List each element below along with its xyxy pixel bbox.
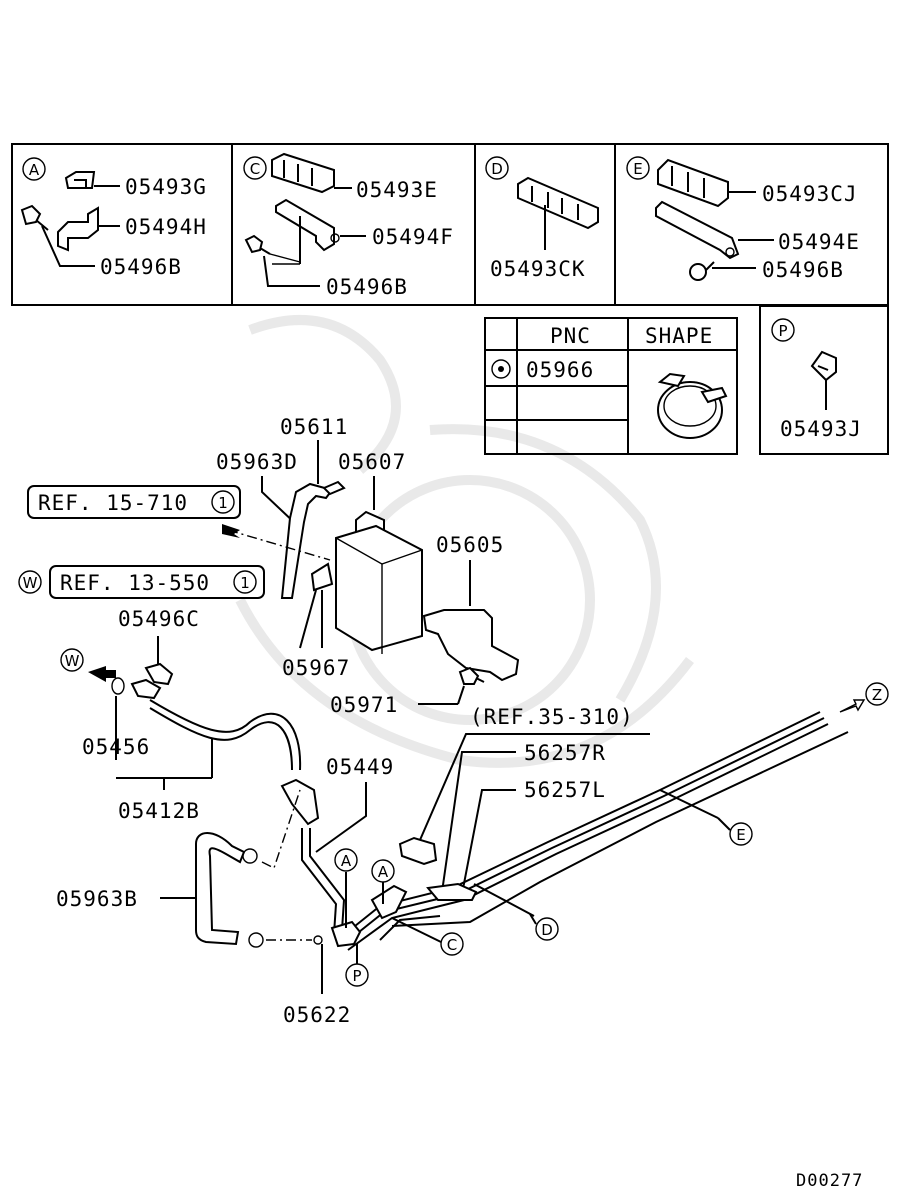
ref-35-310: (REF.35-310) bbox=[470, 705, 634, 729]
ref-13-550-box bbox=[49, 565, 265, 599]
hose-end-drawing bbox=[280, 778, 320, 826]
clamp-a1-drawing bbox=[330, 920, 362, 948]
part-05412b: 05412B bbox=[118, 799, 200, 823]
selected-row-marker bbox=[498, 366, 504, 372]
bolt-05496b-e-drawing bbox=[689, 261, 715, 281]
section-c-letter: C bbox=[250, 160, 260, 178]
clip-05493g-drawing bbox=[64, 171, 96, 189]
part-05494e: 05494E bbox=[778, 230, 860, 254]
part-56257r: 56257R bbox=[524, 741, 606, 765]
fuel-line-4 bbox=[391, 731, 849, 927]
clamp-e-line bbox=[659, 789, 719, 819]
cap-05611-drawing bbox=[322, 480, 346, 496]
section-d-letter: D bbox=[491, 160, 503, 178]
clamp-a2-drawing bbox=[370, 884, 408, 920]
ref-13-550: REF. 13-550 bbox=[60, 571, 210, 595]
bracket-05605-drawing bbox=[422, 609, 520, 682]
bolt-05496c-drawing bbox=[144, 662, 174, 686]
section-p-letter: P bbox=[778, 322, 787, 340]
bracket-05494h-drawing bbox=[57, 206, 99, 252]
part-05494h: 05494H bbox=[125, 215, 207, 239]
part-05496b-a: 05496B bbox=[100, 255, 182, 279]
callout-c: C bbox=[447, 936, 457, 954]
part-05449: 05449 bbox=[326, 755, 394, 779]
part-05622: 05622 bbox=[283, 1003, 351, 1027]
clip-05493ck-drawing bbox=[517, 176, 599, 230]
main-assembly: REF. 15-710 1 W REF. 13-550 1 05611 0596… bbox=[18, 415, 889, 1027]
fitting-drawing bbox=[130, 678, 162, 700]
ref-15-710: REF. 15-710 bbox=[38, 491, 188, 515]
shape-header: SHAPE bbox=[645, 324, 713, 348]
section-e-letter: E bbox=[633, 160, 642, 178]
part-05967: 05967 bbox=[282, 656, 350, 680]
pnc-05966: 05966 bbox=[526, 358, 594, 382]
section-c: C 05493E 05494F 05496B bbox=[243, 152, 454, 299]
bolt-05496b-a-drawing bbox=[20, 204, 49, 231]
section-a-letter: A bbox=[29, 161, 40, 179]
part-05493ck: 05493CK bbox=[490, 257, 586, 281]
canister-bracket-drawing bbox=[310, 562, 334, 592]
clip-05493e-drawing bbox=[271, 152, 335, 194]
ref-15-710-number: 1 bbox=[218, 494, 228, 512]
tube-connector-drawing bbox=[426, 882, 478, 901]
callout-e: E bbox=[736, 826, 745, 844]
pnc-shape-table: PNC SHAPE 05966 bbox=[484, 317, 738, 455]
callout-z: Z bbox=[872, 686, 882, 704]
part-05963b: 05963B bbox=[56, 887, 138, 911]
pipe-05412b bbox=[149, 699, 302, 771]
hose-clamp-shape-drawing bbox=[657, 372, 728, 439]
ref-13-550-number: 1 bbox=[240, 574, 250, 592]
bracket-05494e-drawing bbox=[655, 200, 740, 260]
section-e: E 05493CJ 05494E 05496B bbox=[626, 156, 860, 282]
ref-13-550-marker: W bbox=[23, 574, 38, 592]
callout-a1: A bbox=[341, 852, 352, 870]
part-05494f: 05494F bbox=[372, 225, 454, 249]
part-05493g: 05493G bbox=[125, 175, 207, 199]
callout-a2: A bbox=[378, 863, 389, 881]
part-05611: 05611 bbox=[280, 415, 348, 439]
pnc-header: PNC bbox=[550, 324, 591, 348]
callout-d: D bbox=[541, 921, 553, 939]
part-05496c: 05496C bbox=[118, 607, 200, 631]
part-05963d: 05963D bbox=[216, 450, 298, 474]
part-05493e: 05493E bbox=[356, 178, 438, 202]
fuel-line-1 bbox=[339, 711, 821, 939]
clip-parts-table: A 05493G 05494H 05496B C 05493E 05494F bbox=[11, 143, 889, 306]
clamp-d-line bbox=[473, 883, 535, 917]
ref-15-710-box bbox=[27, 485, 241, 519]
clip-05493j-drawing bbox=[810, 350, 837, 382]
bracket-ref35-drawing bbox=[398, 836, 438, 866]
z-arrow bbox=[839, 699, 866, 713]
hose-05963b-drawing bbox=[195, 832, 246, 946]
part-05971: 05971 bbox=[330, 693, 398, 717]
fuel-line-2 bbox=[343, 717, 825, 945]
bracket-05494f-drawing bbox=[275, 198, 335, 252]
part-56257l: 56257L bbox=[524, 778, 606, 802]
part-05605: 05605 bbox=[436, 533, 504, 557]
clip-05493cj-drawing bbox=[657, 158, 729, 208]
footer-code: D00277 bbox=[796, 1171, 863, 1187]
bolt-05496b-c-drawing bbox=[244, 234, 271, 255]
fuel-line-3 bbox=[347, 723, 829, 951]
section-a: A 05493G 05494H 05496B bbox=[20, 157, 207, 279]
part-05493cj: 05493CJ bbox=[762, 182, 858, 206]
part-05496b-e: 05496B bbox=[762, 258, 844, 282]
part-05496b-c: 05496B bbox=[326, 275, 408, 299]
section-p: P 05493J bbox=[759, 305, 889, 455]
part-05493j: 05493J bbox=[780, 417, 862, 441]
section-d: D 05493CK bbox=[485, 156, 599, 281]
bolt-05971-drawing bbox=[458, 666, 485, 685]
w-arrow bbox=[88, 666, 116, 682]
callout-p: P bbox=[352, 967, 361, 985]
callout-w: W bbox=[65, 652, 80, 670]
part-05607: 05607 bbox=[338, 450, 406, 474]
washer-05456-drawing bbox=[111, 677, 125, 695]
